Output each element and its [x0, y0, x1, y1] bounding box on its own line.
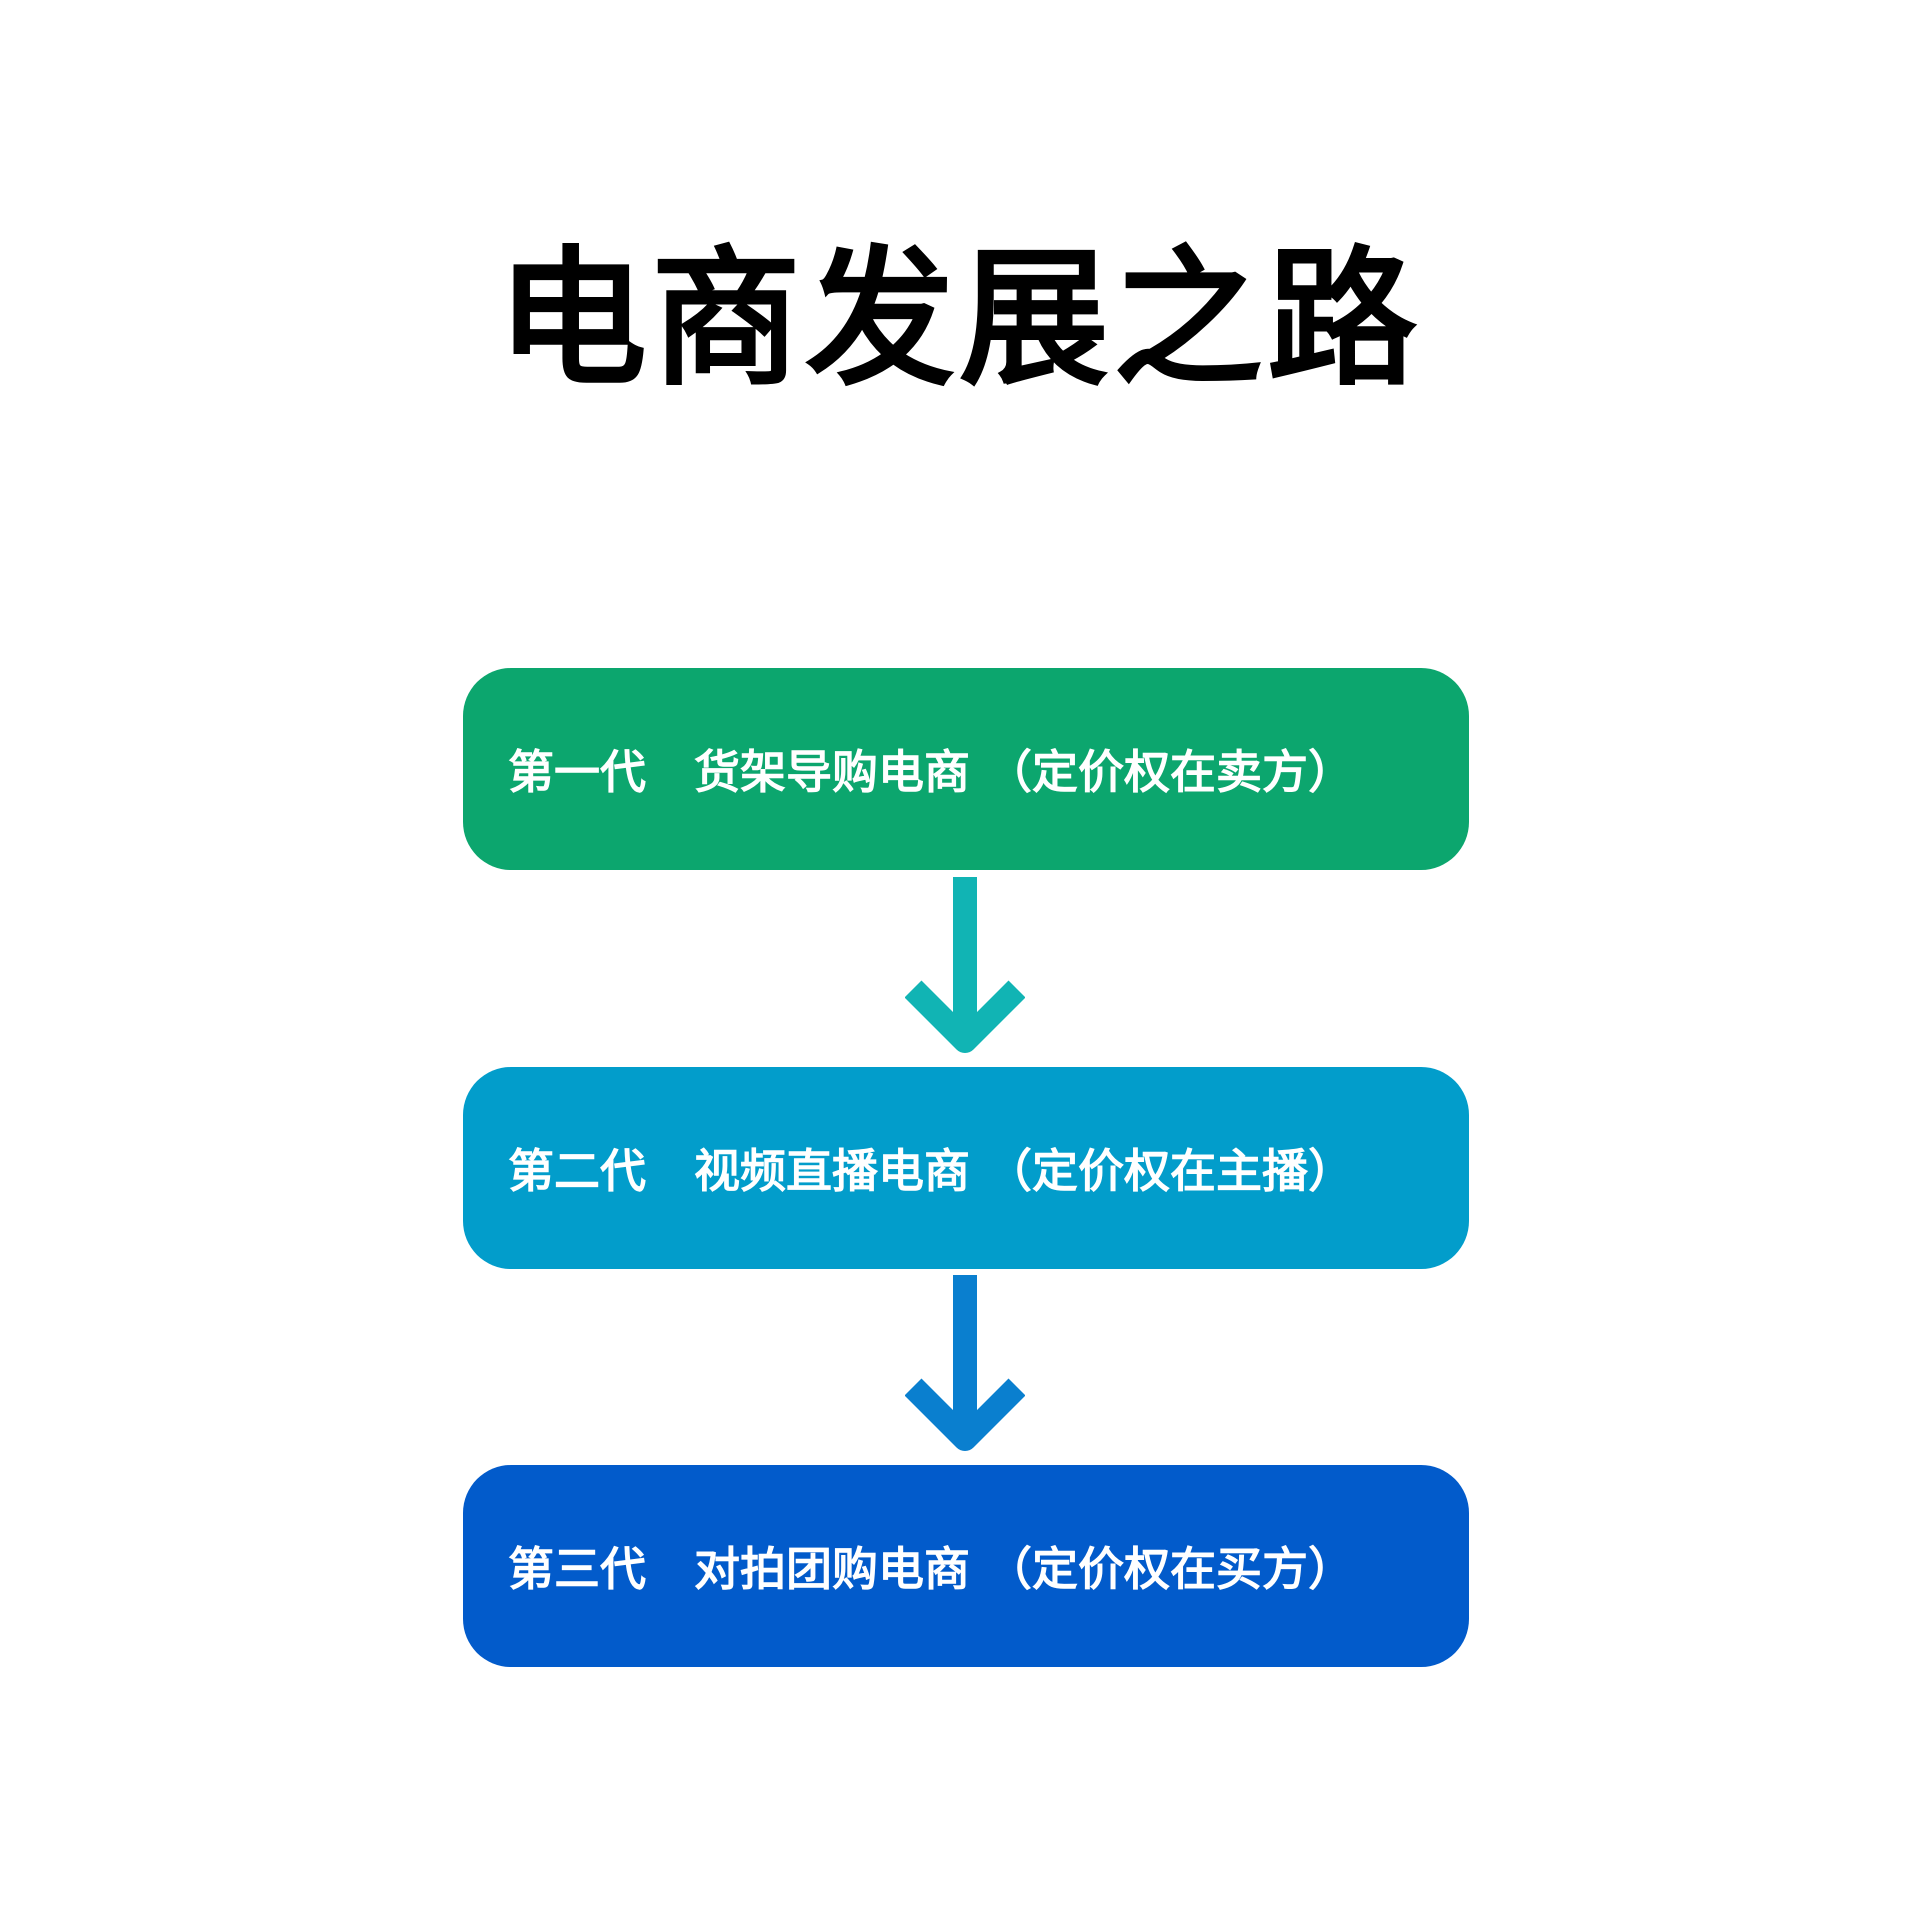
down-arrow-icon: [905, 1275, 1025, 1451]
arrow-head: [905, 1378, 1025, 1451]
diagram-title: 电商发展之路: [496, 233, 1421, 407]
down-arrow-icon: [905, 877, 1025, 1053]
step-box-second-generation: 第二代 视频直播电商 （定价权在主播）: [463, 1067, 1469, 1269]
step-box-third-generation: 第三代 对拍团购电商 （定价权在买方）: [463, 1465, 1469, 1667]
arrow-head: [905, 980, 1025, 1053]
step-box-first-generation: 第一代 货架导购电商 （定价权在卖方）: [463, 668, 1469, 870]
